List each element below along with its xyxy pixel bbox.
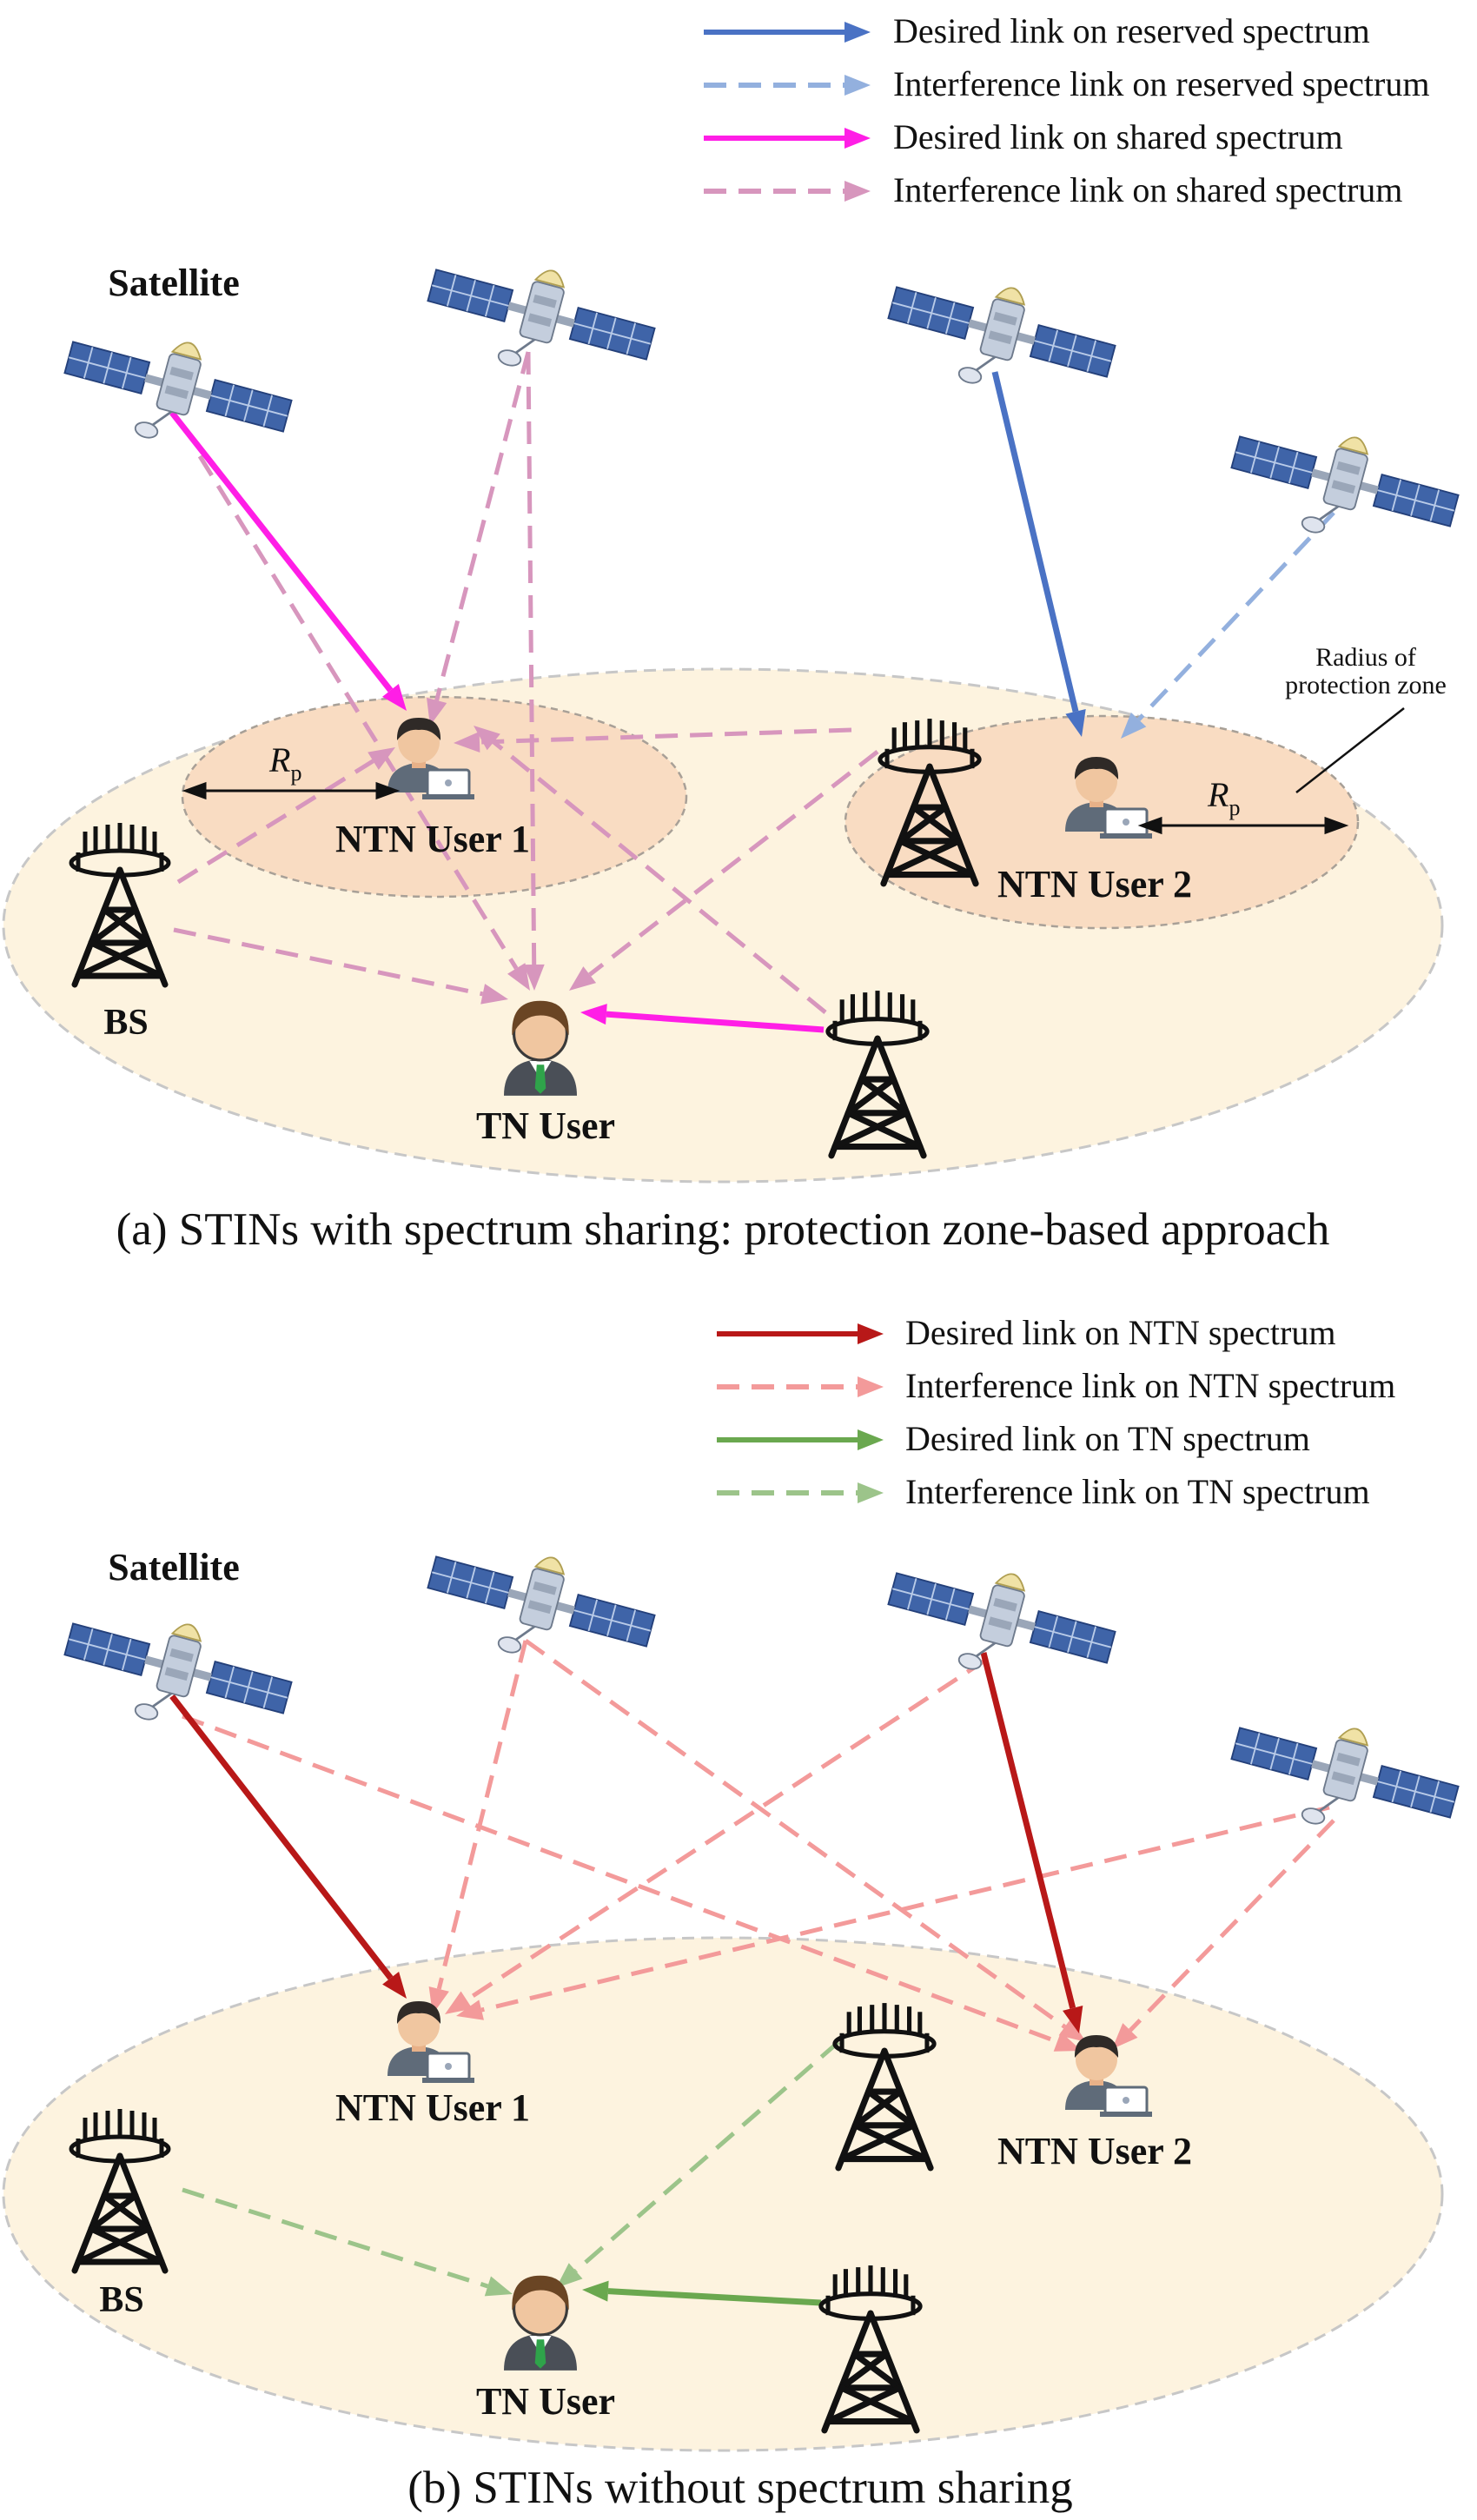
satellite-label-b: Satellite	[108, 1546, 240, 1588]
satellite-a2	[415, 240, 664, 401]
legend-a-line-2	[704, 128, 871, 149]
satellite-b4	[1219, 1698, 1467, 1859]
legend-a-label-3: Interference link on shared spectrum	[893, 170, 1402, 209]
panel-a: Desired link on reserved spectrumInterfe…	[2, 11, 1467, 1255]
legend-b: Desired link on NTN spectrumInterference…	[717, 1313, 1395, 1511]
caption-b: (b) STINs without spectrum sharing	[407, 2463, 1072, 2513]
link-a-bs3-tn	[580, 1004, 825, 1033]
link-b-sat1-ntn2	[182, 1714, 1082, 2052]
link-b-sat4-ntn2	[1112, 1819, 1335, 2049]
link-b-bs2-tn	[182, 2187, 513, 2297]
legend-a-line-1	[704, 75, 871, 96]
satellite-a4	[1219, 407, 1467, 567]
link-b-bs1-tn	[556, 2040, 840, 2288]
legend-b-label-3: Interference link on TN spectrum	[905, 1472, 1370, 1511]
legend-b-label-1: Interference link on NTN spectrum	[905, 1366, 1395, 1405]
link-a-sat2-ntn1	[427, 351, 531, 726]
link-b-sat3-ntn1	[445, 1657, 988, 2014]
rp-label-2: Rp	[1207, 775, 1240, 820]
ntn-user-1-label-b: NTN User 1	[335, 2086, 530, 2129]
radius-label-line2: protection zone	[1285, 671, 1447, 700]
legend-b-label-2: Desired link on TN spectrum	[905, 1419, 1310, 1458]
satellite-b1	[52, 1594, 301, 1754]
link-b-sat2-ntn2	[524, 1638, 1086, 2042]
coverage-area-b	[2, 1936, 1444, 2452]
link-a-sat4-ntn2	[1121, 511, 1335, 739]
bs-label-b: BS	[99, 2280, 143, 2320]
satellite-b2	[415, 1527, 664, 1688]
link-a-sat2-tn	[523, 351, 545, 991]
link-b-sat1-ntn1	[169, 1694, 407, 1999]
link-b-sat4-ntn1	[456, 1805, 1330, 2020]
legend-b-line-0	[717, 1323, 884, 1344]
link-a-bs1-ntn1	[454, 727, 852, 753]
bs-label-a: BS	[103, 1003, 148, 1043]
ntn-user-2-label-b: NTN User 2	[997, 2130, 1192, 2172]
link-a-bs2-ntn1	[176, 747, 395, 885]
link-b-bs3-tn	[582, 2280, 822, 2306]
ntn-user-2-label-a: NTN User 2	[997, 863, 1192, 905]
links-a	[169, 351, 1335, 1033]
link-a-bs2-tn	[173, 927, 508, 1005]
legend-a-line-3	[704, 181, 871, 202]
link-a-sat1-tn	[197, 454, 530, 991]
link-a-sat1-ntn1	[169, 410, 407, 711]
satellite-label-a: Satellite	[108, 262, 240, 304]
legend-b-line-3	[717, 1482, 884, 1503]
legend-a-label-1: Interference link on reserved spectrum	[893, 64, 1429, 103]
caption-a: (a) STINs with spectrum sharing: protect…	[116, 1204, 1330, 1255]
radius-label-line1: Radius of	[1315, 643, 1416, 672]
legend-b-line-1	[717, 1376, 884, 1397]
tn-user-label-a: TN User	[476, 1104, 615, 1147]
satellite-a1	[52, 312, 301, 473]
radius-arrows-a	[182, 707, 1405, 835]
legend-a-label-0: Desired link on reserved spectrum	[893, 11, 1370, 50]
links-b	[169, 1638, 1335, 2306]
panel-b: Desired link on NTN spectrumInterference…	[2, 1313, 1467, 2513]
tn-user-label-b: TN User	[476, 2380, 615, 2423]
legend-b-line-2	[717, 1429, 884, 1450]
rp-label-1: Rp	[268, 740, 301, 786]
ntn-user-1-label-a: NTN User 1	[335, 818, 530, 860]
link-a-bs1-tn	[569, 750, 879, 991]
link-b-sat3-ntn2	[980, 1652, 1083, 2033]
legend-a-label-2: Desired link on shared spectrum	[893, 117, 1343, 156]
legend-a-line-0	[704, 22, 871, 43]
legend-b-label-0: Desired link on NTN spectrum	[905, 1313, 1335, 1352]
satellite-b3	[876, 1543, 1124, 1704]
legend-a: Desired link on reserved spectrumInterfe…	[704, 11, 1429, 209]
link-a-sat3-ntn2	[991, 371, 1086, 737]
link-a-bs3-ntn1	[474, 726, 827, 1014]
